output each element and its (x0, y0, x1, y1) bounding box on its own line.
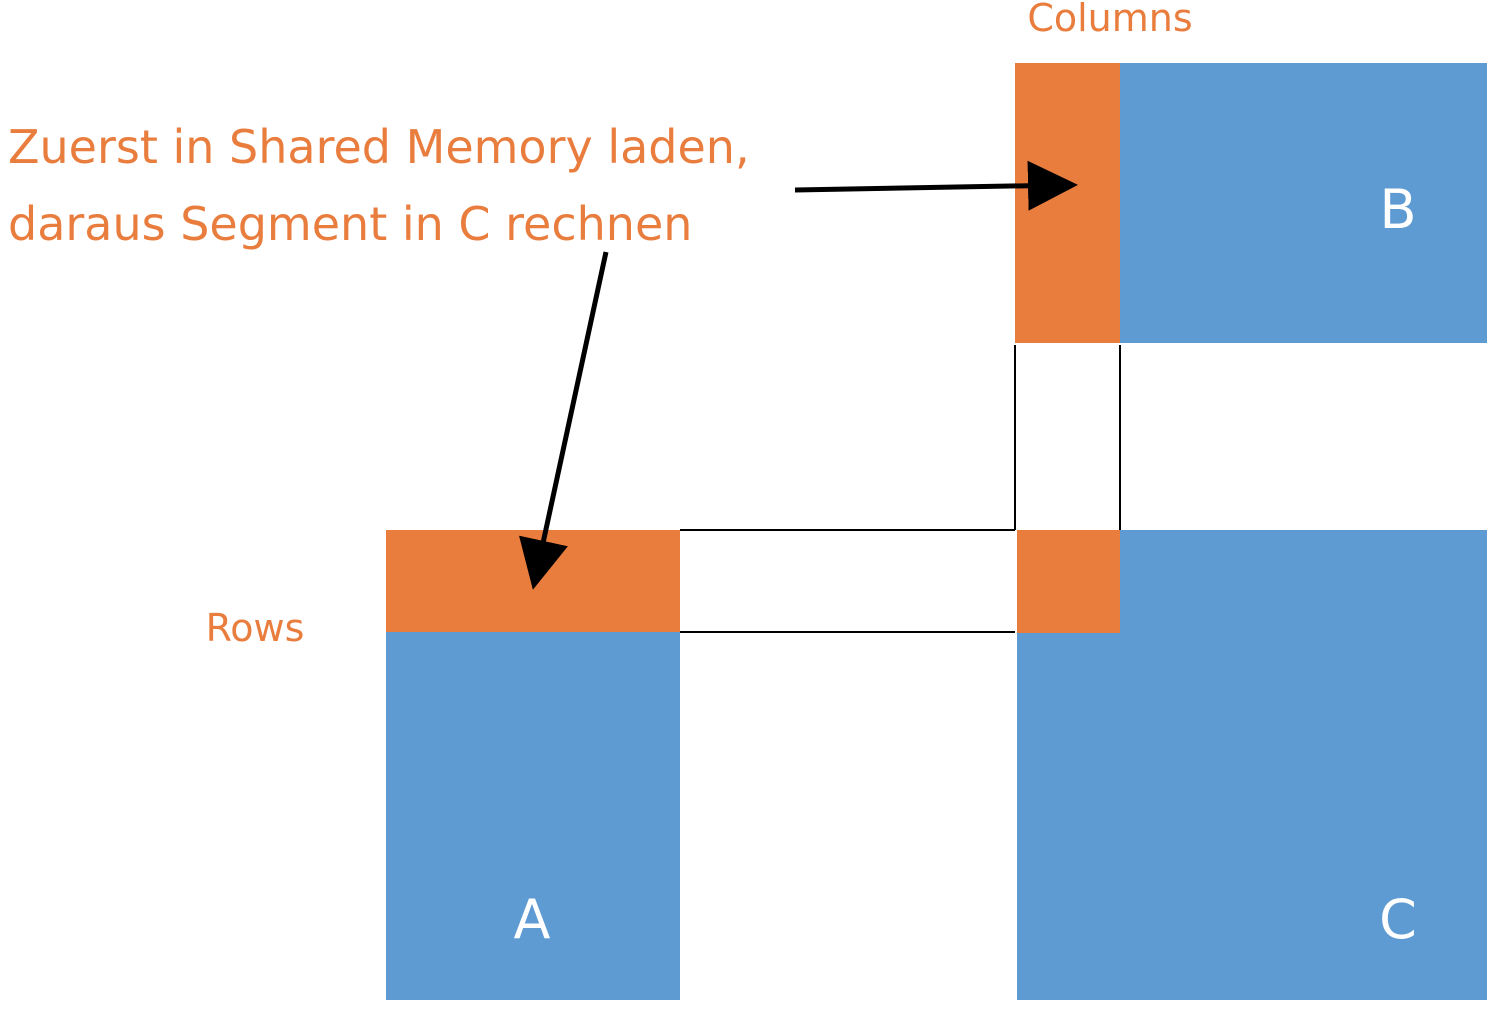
arrow-to-a-segment (519, 251, 609, 590)
matrix-a: A (386, 530, 680, 1000)
matrix-b-label: B (1379, 178, 1416, 241)
matrix-b: B (1015, 63, 1487, 343)
columns-label: Columns (1027, 0, 1192, 40)
matrix-a-label: A (514, 888, 551, 951)
matrix-c: C (1017, 530, 1487, 1000)
rows-label: Rows (206, 606, 305, 650)
annotation: Zuerst in Shared Memory laden, daraus Se… (8, 120, 750, 251)
annotation-line-1: Zuerst in Shared Memory laden, (8, 120, 750, 174)
arrow-to-b-segment (794, 160, 1078, 211)
annotation-line-2: daraus Segment in C rechnen (8, 197, 692, 251)
matrix-c-label: C (1379, 888, 1417, 951)
connector-lines (680, 345, 1121, 633)
matrix-b-column-segment (1015, 63, 1120, 343)
matrix-a-row-segment (386, 530, 680, 632)
matrix-c-result-segment (1017, 530, 1120, 633)
arrows (519, 160, 1078, 590)
